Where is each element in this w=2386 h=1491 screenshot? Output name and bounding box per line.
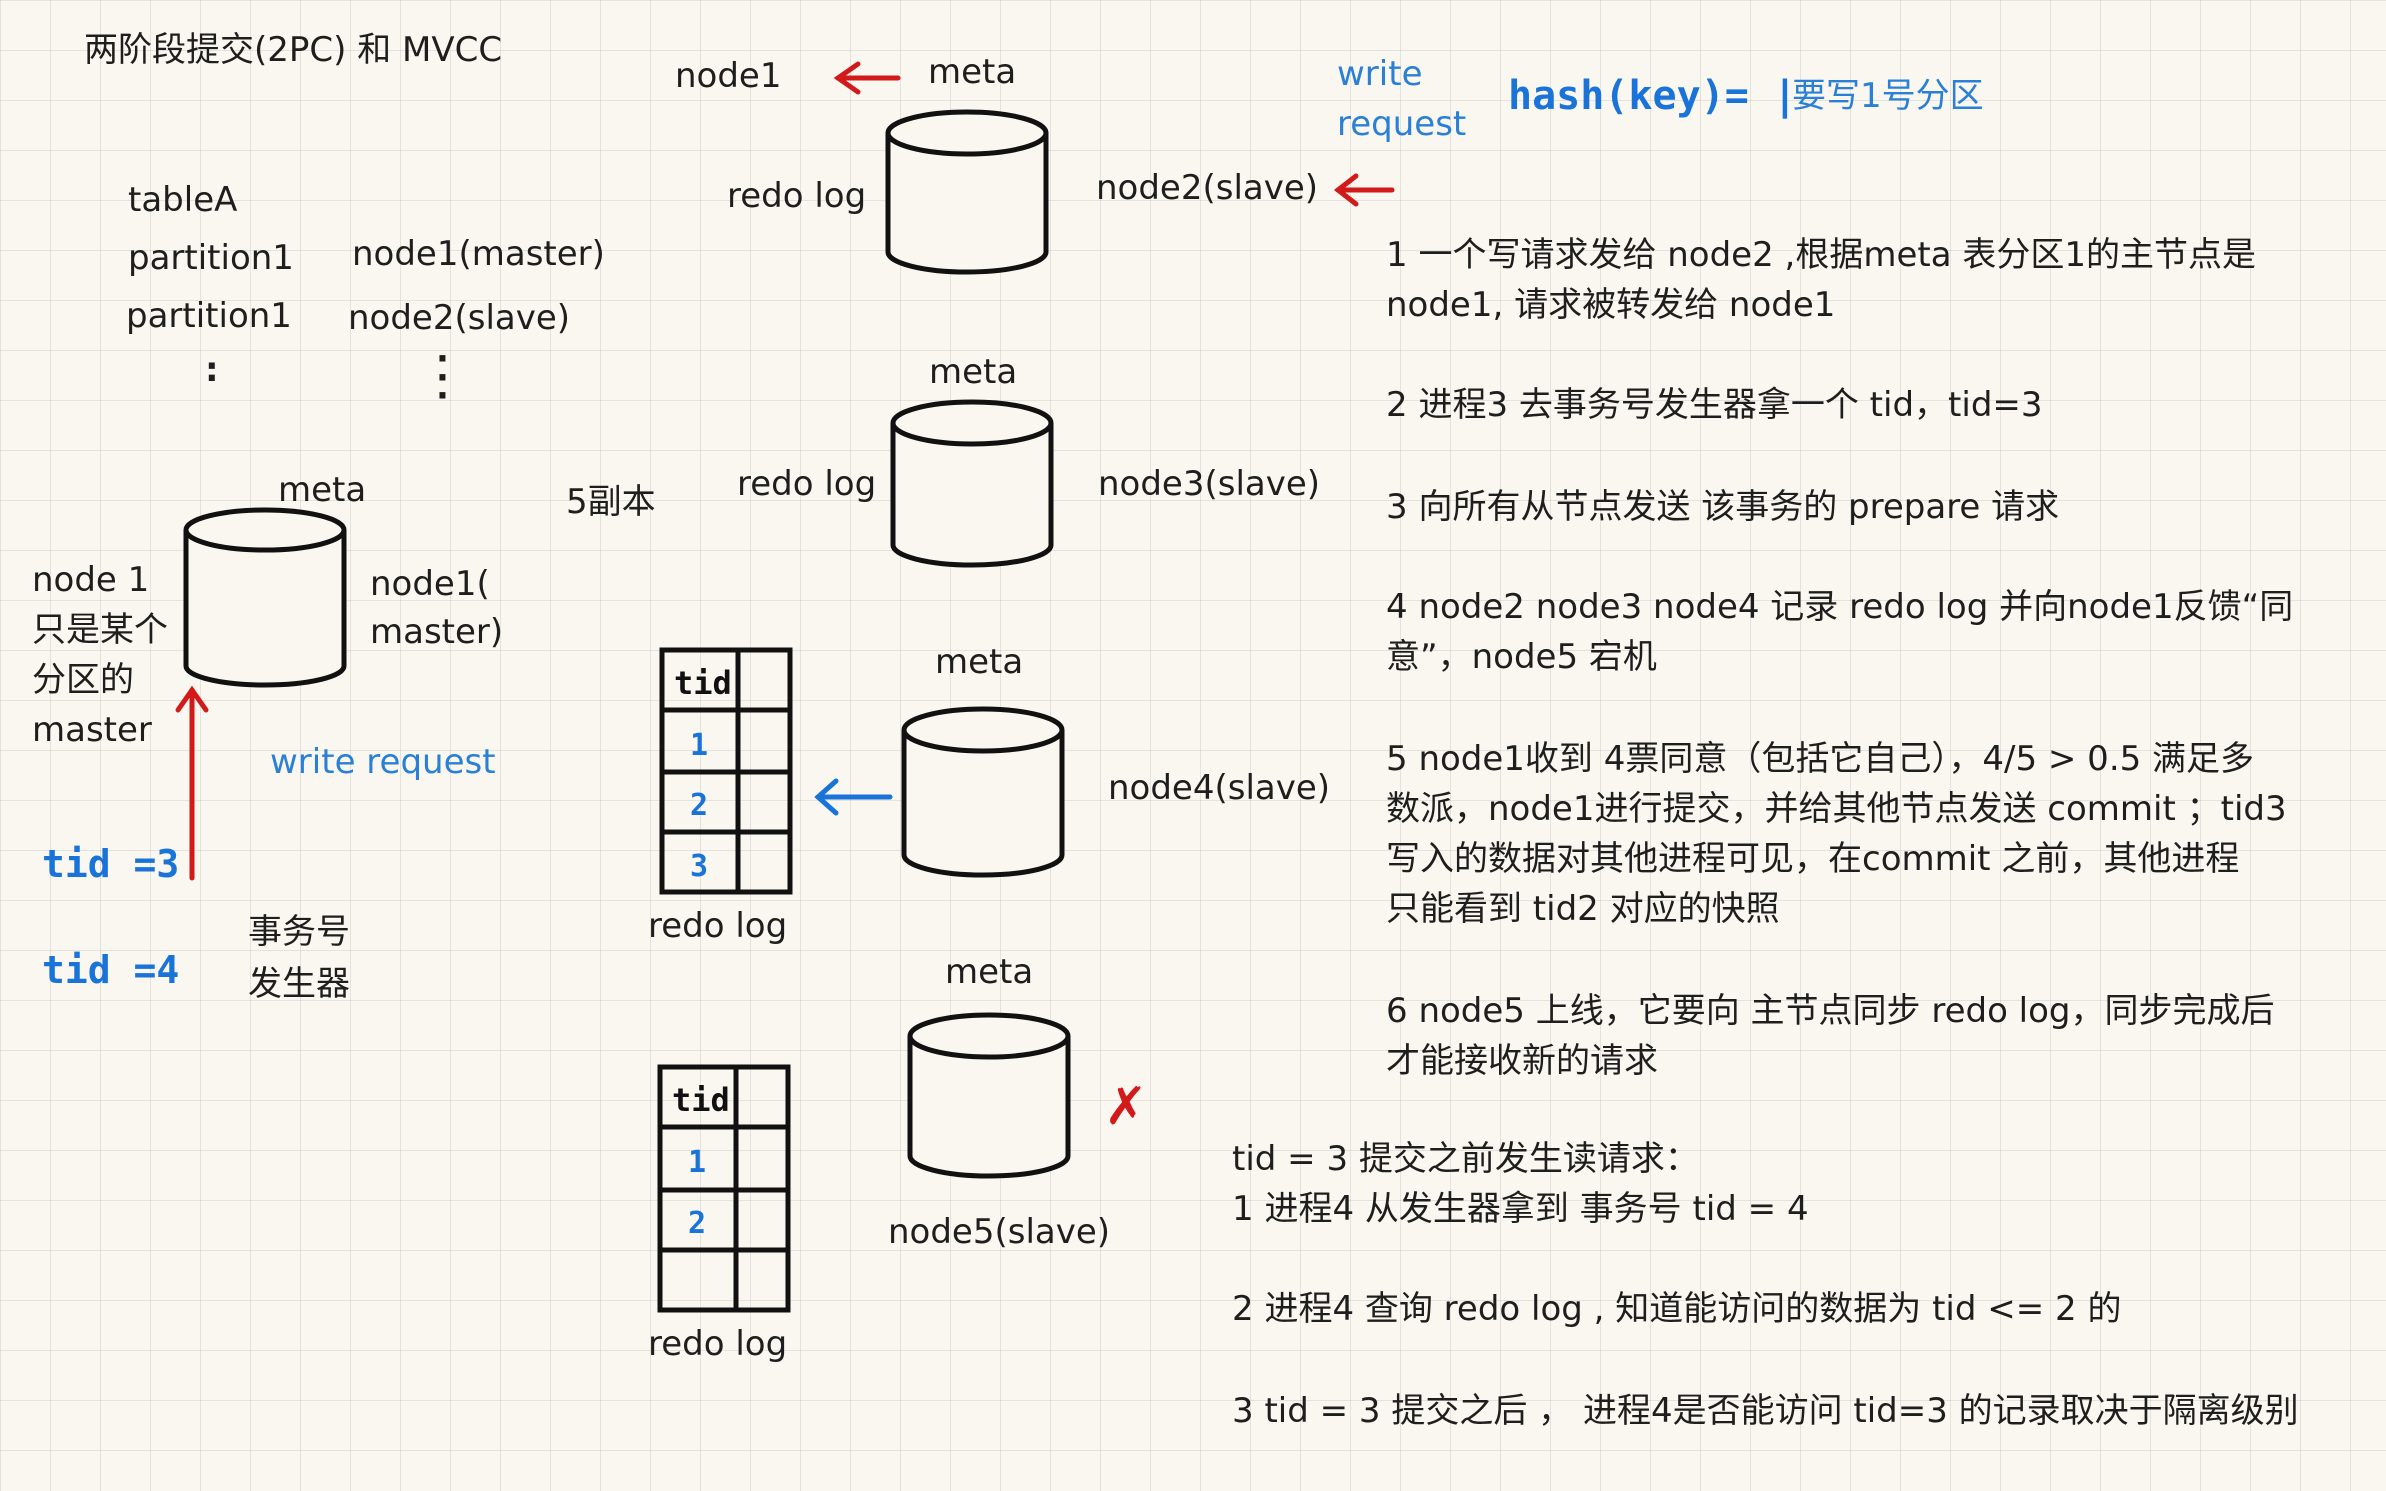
- node1-redo-label: redo log: [727, 176, 867, 216]
- node4-redo-label: redo log: [648, 906, 788, 946]
- step-3: 3 向所有从节点发送 该事务的 prepare 请求: [1386, 487, 2060, 527]
- generator-label-2: 发生器: [248, 964, 350, 1004]
- step-1-line-2: node1, 请求被转发给 node1: [1386, 285, 1836, 325]
- replicas-label: 5副本: [566, 482, 656, 522]
- left-meta-label: meta: [278, 470, 367, 510]
- step-5-line-2: 数派，node1进行提交，并给其他节点发送 commit ；tid3: [1386, 789, 2287, 829]
- node1-meta-cylinder: [183, 507, 347, 688]
- redo-log-table-1: [659, 647, 793, 895]
- node1-desc-3: 分区的: [32, 660, 134, 700]
- node5-label: node5(slave): [888, 1212, 1111, 1252]
- step-5-line-1: 5 node1收到 4票同意（包括它自己），4/5 > 0.5 满足多: [1386, 739, 2255, 779]
- step-4-line-1: 4 node2 node3 node4 记录 redo log 并向node1反…: [1386, 587, 2294, 627]
- generator-label-1: 事务号: [248, 912, 350, 952]
- node4-meta-label: meta: [935, 642, 1024, 682]
- node5-meta-label: meta: [945, 952, 1034, 992]
- redo-table2-header: tid: [672, 1081, 730, 1119]
- page-title: 两阶段提交(2PC) 和 MVCC: [84, 30, 503, 70]
- node4-label: node4(slave): [1108, 768, 1331, 808]
- step-2: 2 进程3 去事务号发生器拿一个 tid，tid=3: [1386, 385, 2043, 425]
- read-step-3: 3 tid = 3 提交之后 ， 进程4是否能访问 tid=3 的记录取决于隔离…: [1232, 1391, 2299, 1431]
- node3-cylinder: [890, 399, 1054, 568]
- node4-cylinder: [901, 706, 1065, 878]
- hash-key-formula: hash(key)= |: [1508, 73, 1797, 119]
- redo-table1-row2: 2: [690, 788, 708, 823]
- step-4-line-2: 意”，node5 宕机: [1386, 637, 1657, 677]
- step-5-line-3: 写入的数据对其他进程可见，在commit 之前，其他进程: [1386, 839, 2240, 879]
- table-name: tableA: [128, 180, 238, 220]
- step-5-line-4: 只能看到 tid2 对应的快照: [1386, 889, 1780, 929]
- redo-table1-row1: 1: [690, 728, 708, 763]
- node3-redo-label: redo log: [737, 464, 877, 504]
- node1-desc-4: master: [32, 710, 152, 750]
- redo-log-table-2: [657, 1064, 791, 1313]
- arrow-write-to-node2: [1333, 173, 1395, 207]
- step-6-line-1: 6 node5 上线，它要向 主节点同步 redo log，同步完成后: [1386, 991, 2275, 1031]
- node1-role-2: master): [370, 612, 504, 652]
- tid3-label: tid =3: [42, 842, 180, 886]
- read-step-1: 1 进程4 从发生器拿到 事务号 tid = 4: [1232, 1189, 1809, 1229]
- node1-role-1: node1(: [370, 564, 490, 604]
- read-step-2: 2 进程4 查询 redo log , 知道能访问的数据为 tid <= 2 的: [1232, 1289, 2122, 1329]
- node5-down-cross-icon: ✗: [1104, 1077, 1148, 1137]
- write-request-label: write request: [270, 742, 496, 782]
- node5-redo-label: redo log: [648, 1324, 788, 1364]
- tid4-label: tid =4: [42, 948, 180, 992]
- redo-table1-header: tid: [674, 664, 732, 702]
- request-label: request: [1337, 104, 1467, 144]
- read-heading: tid = 3 提交之前发生读请求：: [1232, 1139, 1699, 1179]
- partition-target-label: 要写1号分区: [1792, 76, 1984, 116]
- node1-meta-label: meta: [928, 52, 1017, 92]
- node3-label: node3(slave): [1098, 464, 1321, 504]
- ellipsis-left: :: [205, 350, 219, 390]
- node1-top-cylinder: [885, 109, 1049, 275]
- node2-label: node2(slave): [1096, 168, 1319, 208]
- write-label: write: [1337, 54, 1423, 94]
- redo-table2-row2: 2: [688, 1206, 706, 1241]
- node5-cylinder: [907, 1012, 1071, 1179]
- partition-label-1: partition1: [128, 238, 294, 278]
- node2-slave-label: node2(slave): [348, 298, 571, 338]
- arrow-meta-to-node1: [833, 61, 901, 95]
- redo-table1-row3: 3: [690, 849, 708, 884]
- redo-table2-row1: 1: [688, 1145, 706, 1180]
- ellipsis-right: ···: [436, 339, 449, 417]
- node1-top-label: node1: [675, 56, 782, 96]
- step-1-line-1: 1 一个写请求发给 node2 ,根据meta 表分区1的主节点是: [1386, 235, 2256, 275]
- node1-desc-2: 只是某个: [32, 610, 168, 650]
- arrow-node4-to-redo: [814, 778, 893, 816]
- step-6-line-2: 才能接收新的请求: [1386, 1041, 1658, 1081]
- arrow-write-request-up: [175, 685, 209, 881]
- node1-master-label: node1(master): [352, 234, 605, 274]
- partition-label-2: partition1: [126, 296, 292, 336]
- node3-meta-label: meta: [929, 352, 1018, 392]
- node1-desc-1: node 1: [32, 560, 150, 600]
